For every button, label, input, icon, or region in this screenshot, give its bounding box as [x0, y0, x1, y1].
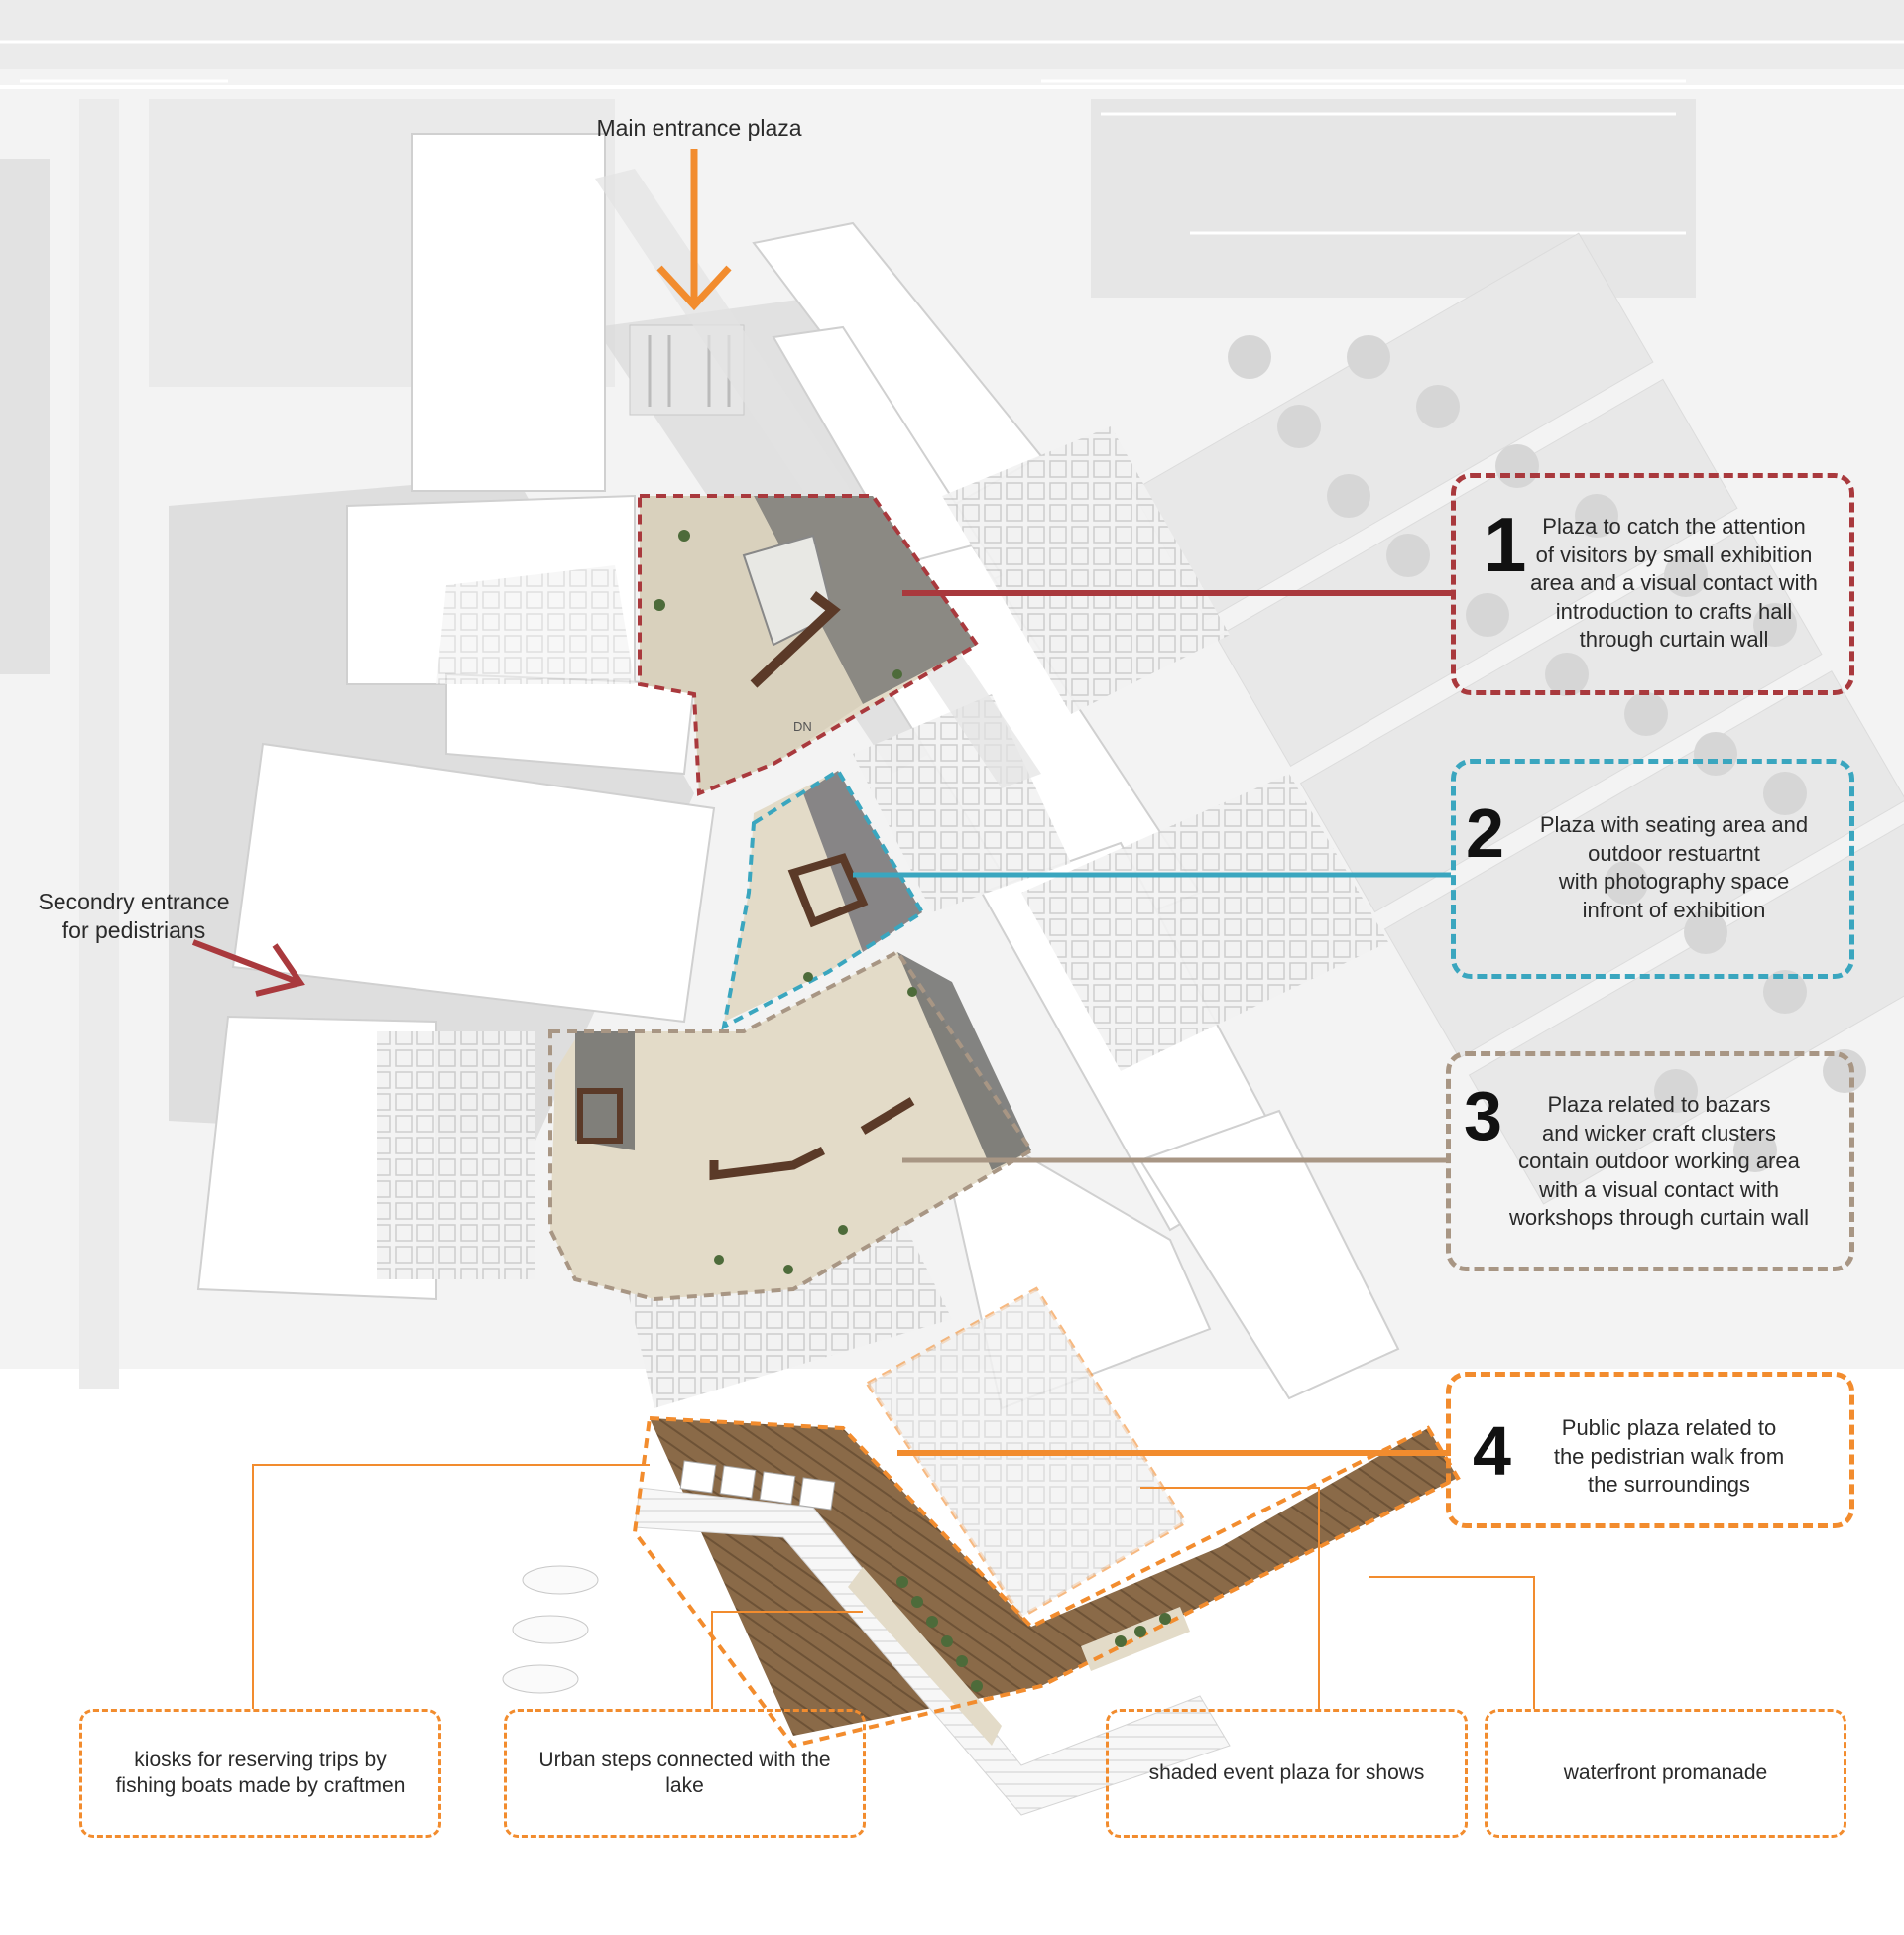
plaza-1: DN — [638, 494, 980, 796]
callout-4-line: the surroundings — [1588, 1472, 1750, 1498]
kiosks-label-line: kiosks for reserving trips by — [134, 1748, 387, 1771]
top-road — [0, 0, 1904, 89]
callout-4-line: the pedistrian walk from — [1553, 1443, 1785, 1469]
callout-2-line: infront of exhibition — [1582, 897, 1766, 922]
waterfront-label-box: waterfront promanade — [1485, 1709, 1846, 1838]
callout-4-number: 4 — [1473, 1412, 1511, 1490]
callout-2-number: 2 — [1466, 794, 1504, 872]
building-i — [1138, 1109, 1400, 1400]
callout-2-text: Plaza with seating area and outdoor rest… — [1510, 811, 1838, 924]
main-entrance-label: Main entrance plaza — [596, 115, 802, 141]
callout-4-text: Public plaza related to the pedistrian w… — [1505, 1414, 1833, 1500]
building-entrance-left — [411, 133, 606, 492]
callout-1-text: Plaza to catch the attention of visitors… — [1510, 513, 1838, 655]
trees — [1228, 335, 1866, 1172]
secondary-entrance-arrow — [191, 939, 305, 997]
urban-steps-label-box: Urban steps connected with the lake — [504, 1709, 866, 1838]
plaza-2 — [721, 768, 925, 1030]
callout-1-number: 1 — [1484, 501, 1527, 588]
callout-1-line: area and a visual contact with — [1530, 570, 1818, 596]
bottom-leader-lines — [252, 1464, 1535, 1709]
callout-2: 2 Plaza with seating area and outdoor re… — [1451, 759, 1854, 979]
callout-3-text: Plaza related to bazars and wicker craft… — [1490, 1091, 1828, 1233]
callout-2-line: Plaza with seating area and — [1539, 812, 1809, 837]
building-e — [231, 742, 716, 1024]
urban-steps-label-line: Urban steps connected with the — [538, 1748, 831, 1771]
plaza-3 — [548, 949, 1034, 1302]
callout-3-line: contain outdoor working area — [1518, 1149, 1800, 1174]
callout-3-number: 3 — [1464, 1077, 1502, 1154]
callout-3-line: and wicker craft clusters — [1542, 1120, 1776, 1146]
left-building — [0, 159, 50, 674]
callout-2-line: with photography space — [1558, 869, 1790, 895]
callout-1: 1 Plaza to catch the attention of visito… — [1451, 473, 1854, 695]
left-road — [79, 99, 119, 1389]
callout-1-line: through curtain wall — [1579, 627, 1769, 653]
kiosks-label-line: fishing boats made by craftmen — [115, 1774, 406, 1797]
secondary-entrance-line-1: Secondry entrance — [38, 889, 230, 914]
parking-lot — [1091, 99, 1696, 298]
callout-3-line: with a visual contact with — [1538, 1176, 1780, 1202]
callout-4: 4 Public plaza related to the pedistrian… — [1446, 1372, 1854, 1528]
main-entrance-arrow — [656, 149, 732, 311]
event-plaza-label-line: shaded event plaza for shows — [1148, 1760, 1425, 1784]
callout-4-line: Public plaza related to — [1561, 1415, 1777, 1440]
callout-1-line: Plaza to catch the attention — [1542, 514, 1806, 539]
kiosks-label-box: kiosks for reserving trips by fishing bo… — [79, 1709, 441, 1838]
callout-2-line: outdoor restuartnt — [1588, 840, 1760, 866]
callout-1-line: introduction to crafts hall — [1555, 598, 1793, 624]
secondary-entrance-line-2: for pedistrians — [61, 917, 206, 944]
callout-3-line: Plaza related to bazars — [1547, 1092, 1771, 1117]
waterfront-label-line: waterfront promanade — [1563, 1760, 1768, 1784]
callout-3: 3 Plaza related to bazars and wicker cra… — [1446, 1051, 1854, 1271]
secondary-entrance-label: Secondry entrance for pedistrians — [25, 888, 243, 946]
dn-label: DN — [793, 719, 812, 734]
event-plaza-label-box: shaded event plaza for shows — [1106, 1709, 1468, 1838]
callout-1-line: of visitors by small exhibition — [1535, 542, 1813, 567]
urban-steps-label-line: lake — [665, 1774, 704, 1797]
callout-3-line: workshops through curtain wall — [1508, 1205, 1810, 1231]
shrubs — [654, 530, 1171, 1692]
pergolas — [377, 426, 1388, 1408]
